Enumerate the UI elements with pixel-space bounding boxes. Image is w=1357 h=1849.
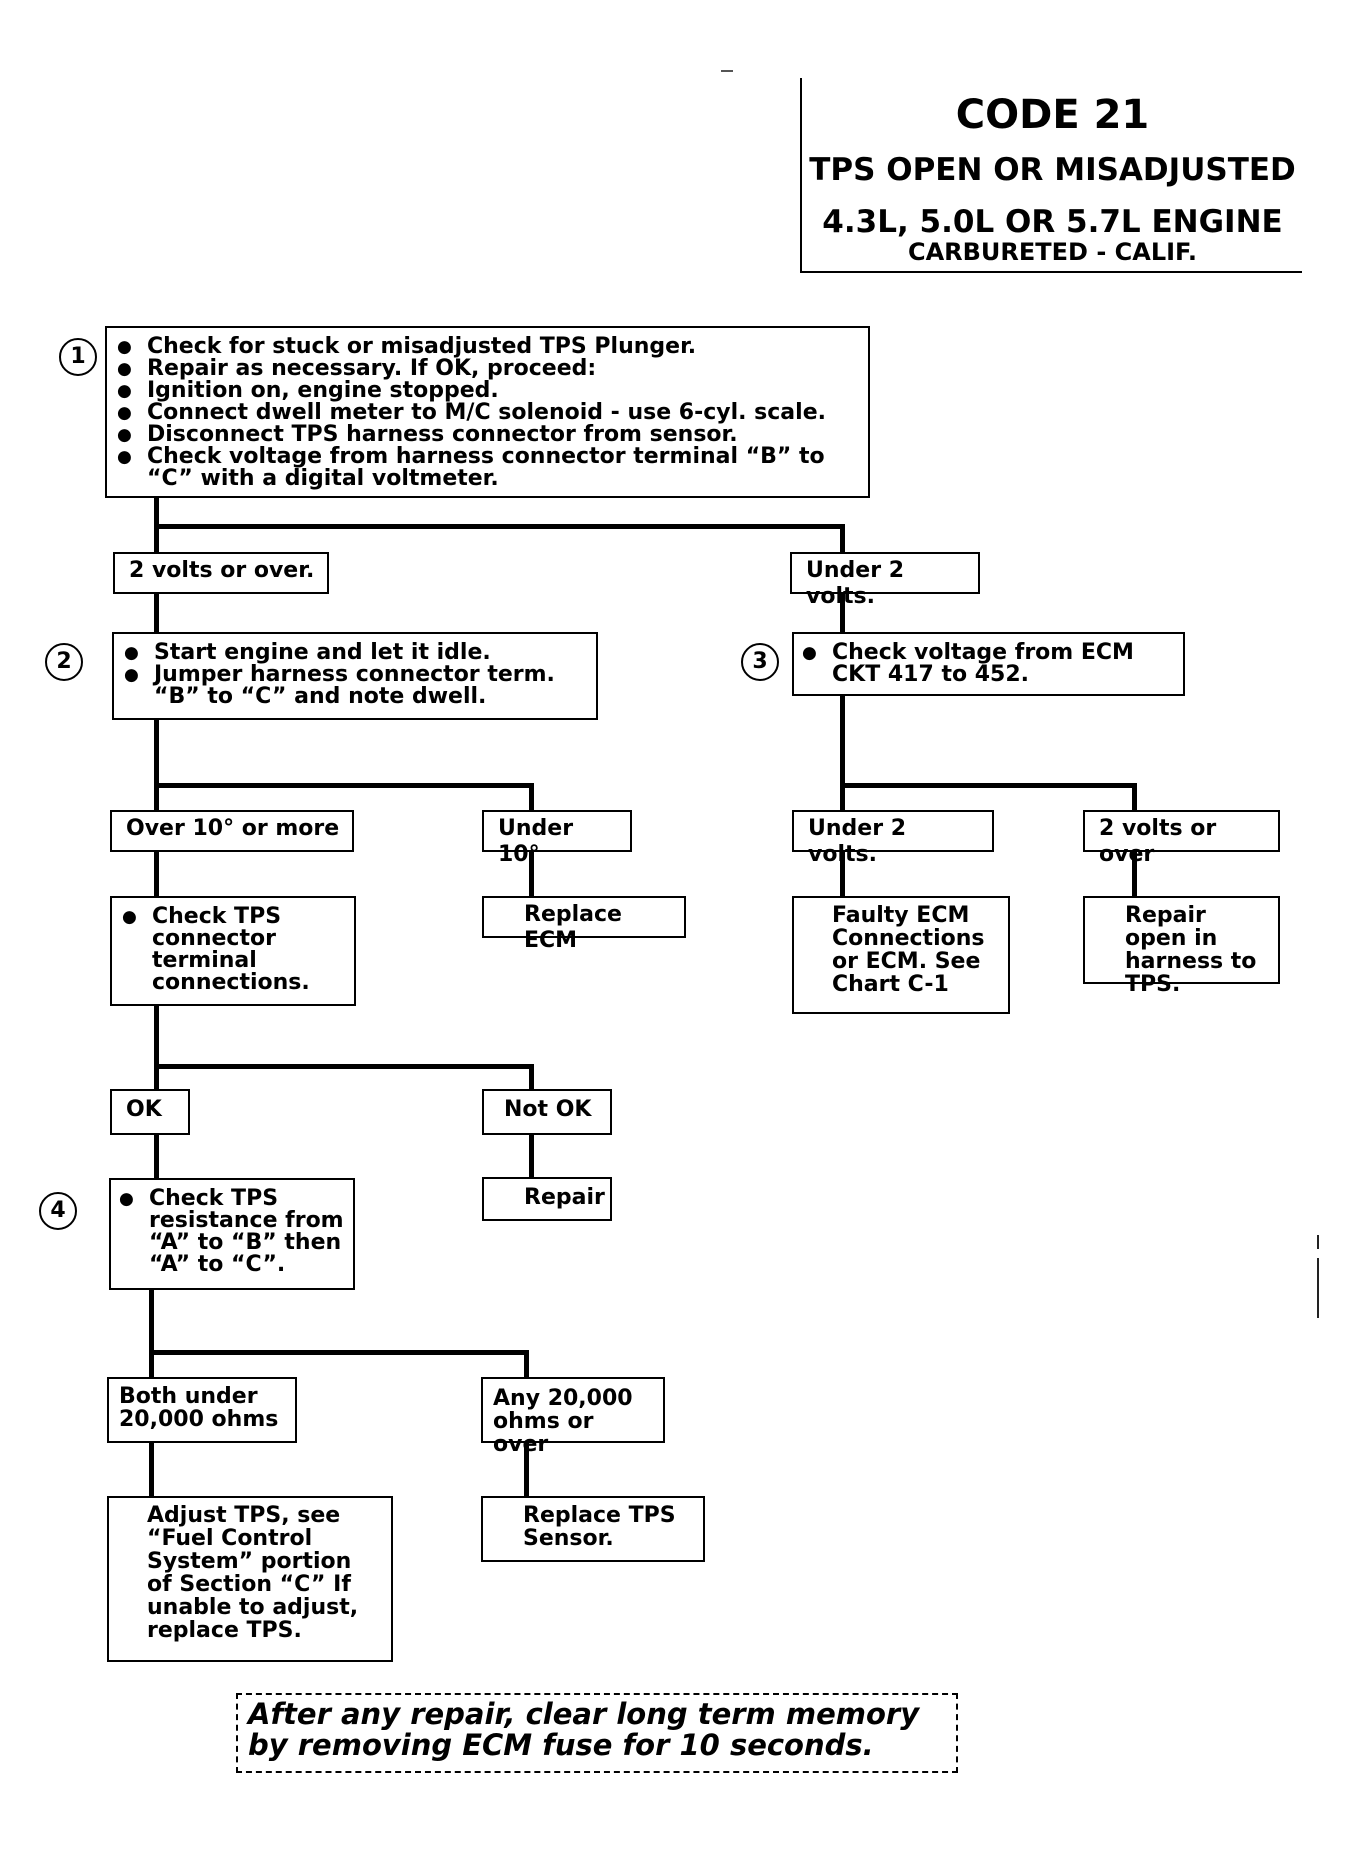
step-1-item: Check for stuck or misadjusted TPS Plung… xyxy=(115,336,862,359)
connector xyxy=(154,1132,159,1180)
check-connections-box: Check TPS connector terminal connections… xyxy=(110,896,356,1006)
step-1-item: Connect dwell meter to M/C solenoid - us… xyxy=(115,402,862,425)
branch-any-20000-ohms-or-over: Any 20,000 ohms or over xyxy=(481,1377,665,1456)
step-1-item: Repair as necessary. If OK, proceed: xyxy=(115,358,862,381)
branch-over-10-degrees: Over 10° or more xyxy=(110,810,354,852)
step-1-item: Ignition on, engine stopped. xyxy=(115,380,862,403)
result-repair: Repair xyxy=(482,1177,612,1221)
footer-note: After any repair, clear long term memory… xyxy=(236,1693,958,1773)
step-2-box: Start engine and let it idle. Jumper har… xyxy=(112,632,598,720)
step-number-3: 3 xyxy=(741,643,779,681)
branch-2-volts-or-over-ecm: 2 volts or over xyxy=(1083,810,1280,867)
fault-title: TPS OPEN OR MISADJUSTED xyxy=(809,152,1296,188)
connector xyxy=(154,524,845,529)
connector xyxy=(154,783,534,788)
branch-both-under-20000-ohms: Both under 20,000 ohms xyxy=(107,1377,297,1443)
result-replace-ecm: Replace ECM xyxy=(482,896,686,953)
branch-under-10-degrees: Under 10° xyxy=(482,810,632,867)
connector xyxy=(149,1440,154,1498)
connector xyxy=(149,1289,154,1379)
connector xyxy=(840,692,845,814)
header-border-bottom xyxy=(800,271,1302,273)
connector xyxy=(529,783,534,815)
connector xyxy=(524,1440,529,1498)
connector xyxy=(154,848,159,898)
connector xyxy=(524,1350,529,1380)
connector xyxy=(1132,849,1137,899)
connector xyxy=(154,592,159,636)
engine-title: 4.3L, 5.0L OR 5.7L ENGINE xyxy=(822,204,1283,240)
branch-not-ok: Not OK xyxy=(482,1089,612,1135)
branch-under-2-volts: Under 2 volts. xyxy=(790,552,980,609)
connector xyxy=(529,848,534,898)
check-connections-item: Check TPS connector terminal connections… xyxy=(120,906,348,994)
scan-mark xyxy=(721,70,733,72)
code-title: CODE 21 xyxy=(955,92,1150,138)
connector xyxy=(840,592,845,636)
step-1-item: Disconnect TPS harness connector from se… xyxy=(115,424,862,447)
step-4-item: Check TPS resistance from “A” to “B” the… xyxy=(117,1188,347,1276)
step-1-box: Check for stuck or misadjusted TPS Plung… xyxy=(105,326,870,498)
connector xyxy=(154,1004,159,1094)
result-faulty-ecm: Faulty ECM Connections or ECM. See Chart… xyxy=(792,896,1010,1014)
connector xyxy=(840,524,845,558)
engine-subtitle: CARBURETED - CALIF. xyxy=(907,238,1198,266)
step-3-item: Check voltage from ECM CKT 417 to 452. xyxy=(800,642,1177,686)
step-4-box: Check TPS resistance from “A” to “B” the… xyxy=(109,1178,355,1290)
connector xyxy=(840,783,1137,788)
result-repair-open: Repair open in harness to TPS. xyxy=(1083,896,1280,996)
result-replace-tps: Replace TPS Sensor. xyxy=(481,1496,705,1562)
connector xyxy=(840,849,845,899)
result-adjust-tps: Adjust TPS, see “Fuel Control System” po… xyxy=(107,1496,393,1662)
connector xyxy=(1132,783,1137,815)
step-number-1: 1 xyxy=(59,338,97,376)
header-border-left xyxy=(800,78,802,272)
step-number-2: 2 xyxy=(45,643,83,681)
connector xyxy=(154,718,159,814)
branch-ok: OK xyxy=(110,1089,190,1135)
branch-under-2-volts-ecm: Under 2 volts. xyxy=(792,810,994,867)
step-1-item: Check voltage from harness connector ter… xyxy=(115,446,862,490)
scan-mark xyxy=(1317,1258,1319,1318)
step-number-4: 4 xyxy=(39,1192,77,1230)
branch-2-volts-or-over: 2 volts or over. xyxy=(113,552,329,594)
scan-mark xyxy=(1317,1235,1319,1249)
connector xyxy=(529,1064,534,1094)
step-3-box: Check voltage from ECM CKT 417 to 452. xyxy=(792,632,1185,696)
connector xyxy=(154,1064,534,1069)
connector xyxy=(149,1350,529,1355)
step-2-item: Start engine and let it idle. xyxy=(122,642,590,665)
step-2-item: Jumper harness connector term. “B” to “C… xyxy=(122,664,590,708)
connector xyxy=(529,1132,534,1180)
